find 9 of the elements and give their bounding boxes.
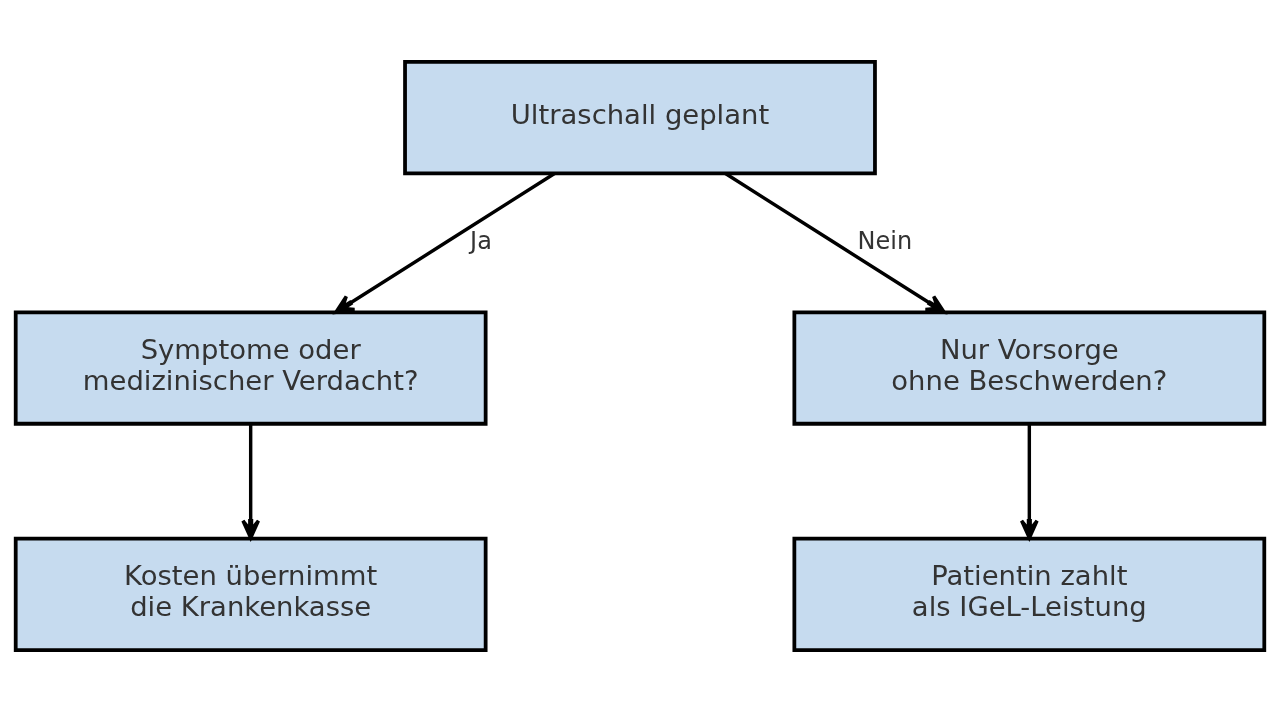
- node-box: Ultraschall geplant: [403, 59, 877, 175]
- node-box: Nur Vorsorge ohne Beschwerden?: [792, 309, 1267, 426]
- arrow: [1019, 423, 1039, 540]
- edge-label: Nein: [857, 226, 913, 255]
- edge-label: Ja: [470, 226, 492, 255]
- arrow: [241, 423, 261, 540]
- node-box: Patientin zahlt als IGeL-Leistung: [792, 536, 1267, 652]
- node-box: Symptome oder medizinischer Verdacht?: [13, 309, 488, 426]
- node-box: Kosten übernimmt die Krankenkasse: [13, 536, 488, 652]
